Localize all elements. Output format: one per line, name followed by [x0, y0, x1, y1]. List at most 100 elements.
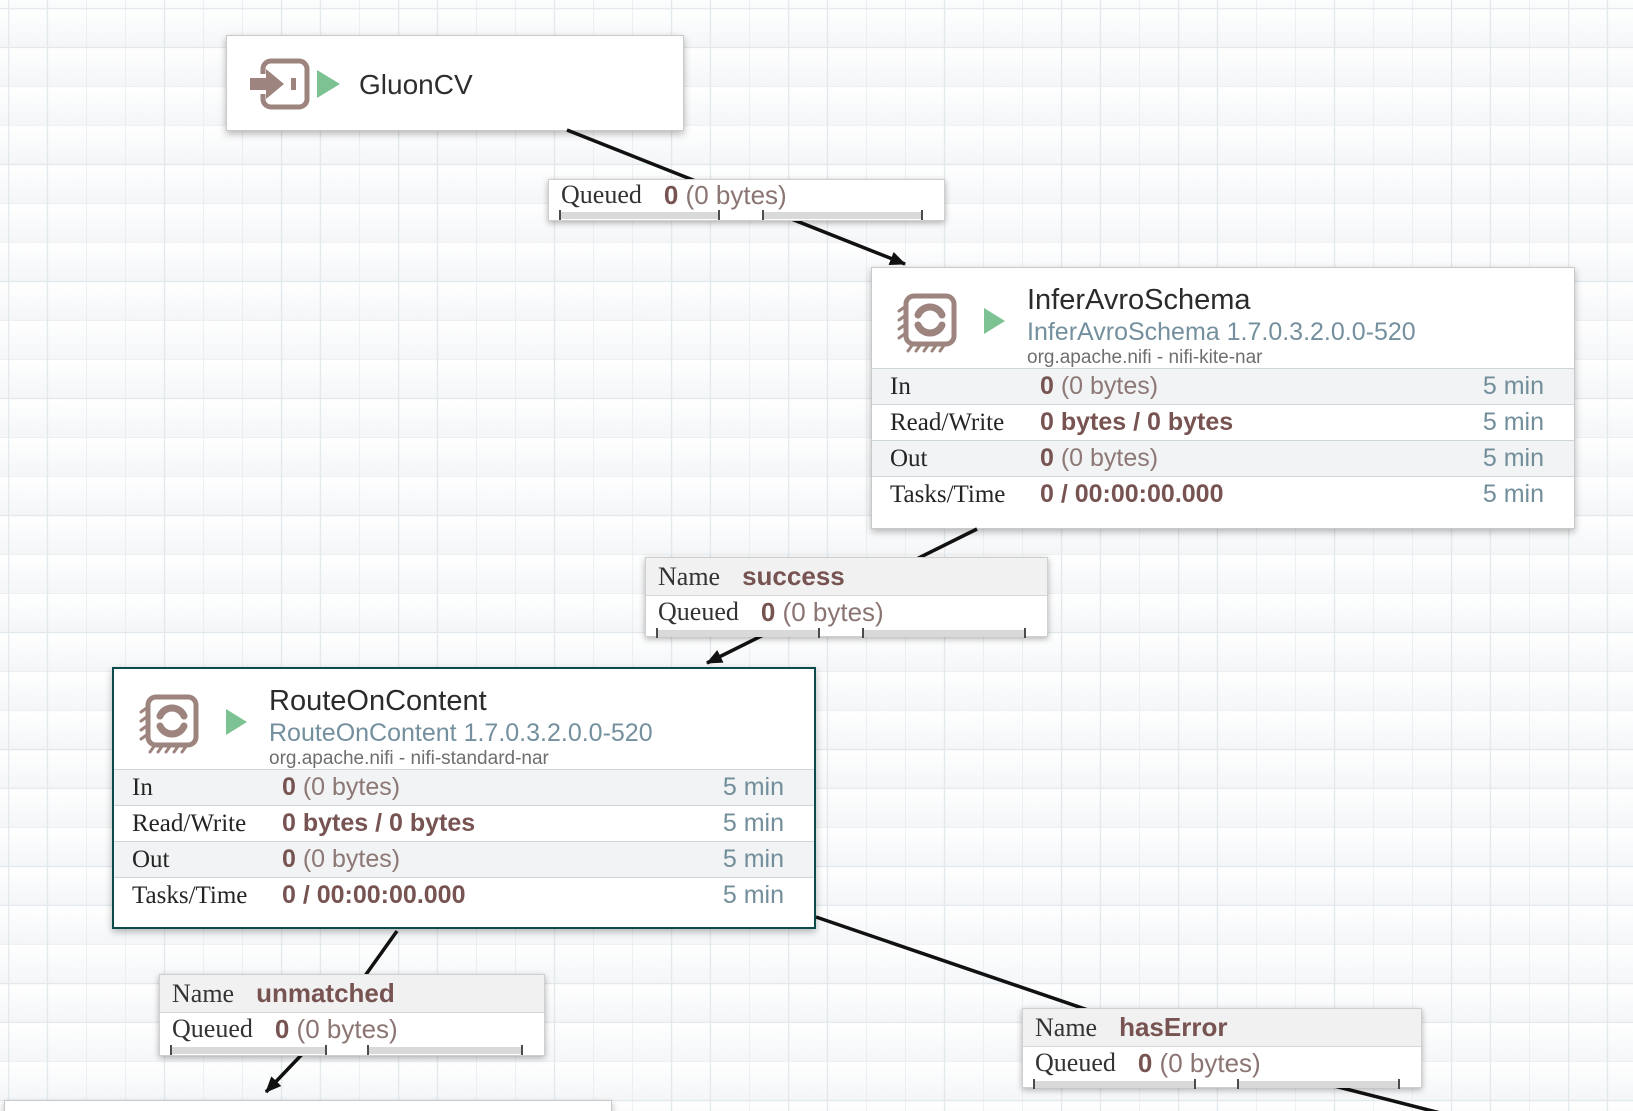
processor-icon	[134, 693, 200, 759]
connection-name: hasError	[1119, 1012, 1228, 1042]
connection-label-queued[interactable]: Queued 0 (0 bytes)	[548, 179, 945, 221]
stat-value-bold: 0 bytes / 0 bytes	[282, 809, 476, 837]
queued-key: Queued	[172, 1014, 253, 1043]
queue-count-bar	[170, 1045, 327, 1055]
stat-value: 0 (0 bytes)	[1040, 372, 1158, 401]
name-key: Name	[172, 978, 235, 1008]
connection-name: unmatched	[256, 978, 395, 1008]
run-status-icon	[984, 308, 1005, 334]
queue-count-bar	[1033, 1079, 1196, 1089]
processor-name: InferAvroSchema	[1027, 284, 1251, 316]
processor-inferavroschema[interactable]: InferAvroSchema InferAvroSchema 1.7.0.3.…	[871, 267, 1575, 529]
queued-count: 0	[1137, 1047, 1153, 1078]
connection-queued-row: Queued 0 (0 bytes)	[160, 1013, 544, 1045]
run-status-icon	[226, 709, 247, 735]
queued-key: Queued	[561, 180, 642, 209]
partial-component[interactable]	[4, 1100, 612, 1111]
stat-row-in: In 0 (0 bytes) 5 min	[872, 368, 1574, 404]
stat-label: Tasks/Time	[132, 881, 248, 909]
queued-count: 0	[274, 1013, 290, 1044]
input-port-icon	[247, 56, 315, 112]
stat-window: 5 min	[1482, 408, 1544, 436]
queue-size-bar	[861, 628, 1026, 638]
stat-value-rest: (0 bytes)	[1053, 372, 1159, 400]
processor-type: RouteOnContent 1.7.0.3.2.0.0-520	[269, 719, 653, 747]
connection-label-haserror[interactable]: Name hasError Queued 0 (0 bytes)	[1022, 1008, 1422, 1089]
queue-size-bar	[1237, 1079, 1400, 1089]
connection-label-unmatched[interactable]: Name unmatched Queued 0 (0 bytes)	[159, 974, 545, 1056]
processor-header: InferAvroSchema InferAvroSchema 1.7.0.3.…	[872, 268, 1574, 368]
queue-progress-bars	[1023, 1079, 1421, 1089]
connection-name-row: Name success	[646, 558, 1047, 596]
queued-key: Queued	[1035, 1048, 1116, 1077]
queue-size-bar	[366, 1045, 524, 1055]
stat-value-bold: 0 / 00:00:00.000	[282, 881, 466, 909]
stat-value-bold: 0	[1040, 444, 1054, 472]
connection-queued-row: Queued 0 (0 bytes)	[1023, 1047, 1421, 1079]
queued-count: 0	[760, 596, 776, 627]
stat-window: 5 min	[722, 809, 784, 837]
stat-label: In	[890, 372, 911, 400]
stat-label: Out	[132, 845, 170, 873]
queued-value: 0 (0 bytes)	[275, 1014, 398, 1045]
stat-row-out: Out 0 (0 bytes) 5 min	[872, 440, 1574, 476]
stat-value: 0 / 00:00:00.000	[1040, 480, 1223, 509]
stat-row-in: In 0 (0 bytes) 5 min	[114, 769, 814, 805]
stat-row-taskstime: Tasks/Time 0 / 00:00:00.000 5 min	[872, 476, 1574, 512]
stat-value: 0 bytes / 0 bytes	[1040, 408, 1233, 437]
queue-count-bar	[559, 210, 721, 220]
stat-window: 5 min	[722, 881, 784, 909]
stat-value-rest: (0 bytes)	[295, 845, 401, 873]
stat-window: 5 min	[1482, 444, 1544, 472]
connection-queued-row: Queued 0 (0 bytes)	[549, 180, 944, 210]
queue-size-bar	[761, 210, 924, 220]
connection-label-success[interactable]: Name success Queued 0 (0 bytes)	[645, 557, 1048, 638]
queue-count-bar	[656, 628, 820, 638]
stat-label: In	[132, 773, 153, 801]
connection-name-row: Name hasError	[1023, 1009, 1421, 1047]
stat-row-taskstime: Tasks/Time 0 / 00:00:00.000 5 min	[114, 877, 814, 913]
stat-label: Out	[890, 444, 928, 472]
queue-progress-bars	[549, 210, 944, 220]
stat-value: 0 (0 bytes)	[1040, 444, 1158, 473]
stat-label: Tasks/Time	[890, 480, 1006, 508]
queued-count: 0	[663, 179, 679, 210]
stat-value-bold: 0 / 00:00:00.000	[1040, 480, 1224, 508]
queued-size: (0 bytes)	[289, 1013, 398, 1044]
connection-name-row: Name unmatched	[160, 975, 544, 1013]
connection-name: success	[742, 561, 845, 591]
processor-header: RouteOnContent RouteOnContent 1.7.0.3.2.…	[114, 669, 814, 769]
stat-value-rest: (0 bytes)	[295, 773, 401, 801]
processor-bundle: org.apache.nifi - nifi-kite-nar	[1027, 347, 1263, 368]
queued-value: 0 (0 bytes)	[761, 597, 884, 628]
port-name: GluonCV	[359, 69, 473, 100]
processor-routeoncontent[interactable]: RouteOnContent RouteOnContent 1.7.0.3.2.…	[112, 667, 816, 929]
queued-key: Queued	[658, 597, 739, 626]
queued-size: (0 bytes)	[678, 179, 787, 210]
stat-value: 0 / 00:00:00.000	[282, 881, 465, 910]
stat-window: 5 min	[1482, 480, 1544, 508]
queued-value: 0 (0 bytes)	[664, 180, 787, 211]
stat-value: 0 (0 bytes)	[282, 845, 400, 874]
stat-value-rest: (0 bytes)	[1053, 444, 1159, 472]
processor-icon	[892, 292, 958, 358]
stat-value-bold: 0	[282, 773, 296, 801]
queued-size: (0 bytes)	[1152, 1047, 1261, 1078]
processor-type: InferAvroSchema 1.7.0.3.2.0.0-520	[1027, 318, 1416, 346]
name-key: Name	[658, 561, 721, 591]
stat-window: 5 min	[722, 845, 784, 873]
input-port-gluoncv[interactable]: GluonCV	[226, 35, 684, 131]
stat-value-bold: 0	[1040, 372, 1054, 400]
run-status-icon	[317, 70, 340, 98]
stat-row-readwrite: Read/Write 0 bytes / 0 bytes 5 min	[872, 404, 1574, 440]
connection-queued-row: Queued 0 (0 bytes)	[646, 596, 1047, 628]
queue-progress-bars	[646, 628, 1047, 638]
stat-window: 5 min	[1482, 372, 1544, 400]
stat-row-out: Out 0 (0 bytes) 5 min	[114, 841, 814, 877]
stat-value: 0 (0 bytes)	[282, 773, 400, 802]
stat-value-bold: 0	[282, 845, 296, 873]
stat-label: Read/Write	[132, 809, 247, 837]
queue-progress-bars	[160, 1045, 544, 1055]
